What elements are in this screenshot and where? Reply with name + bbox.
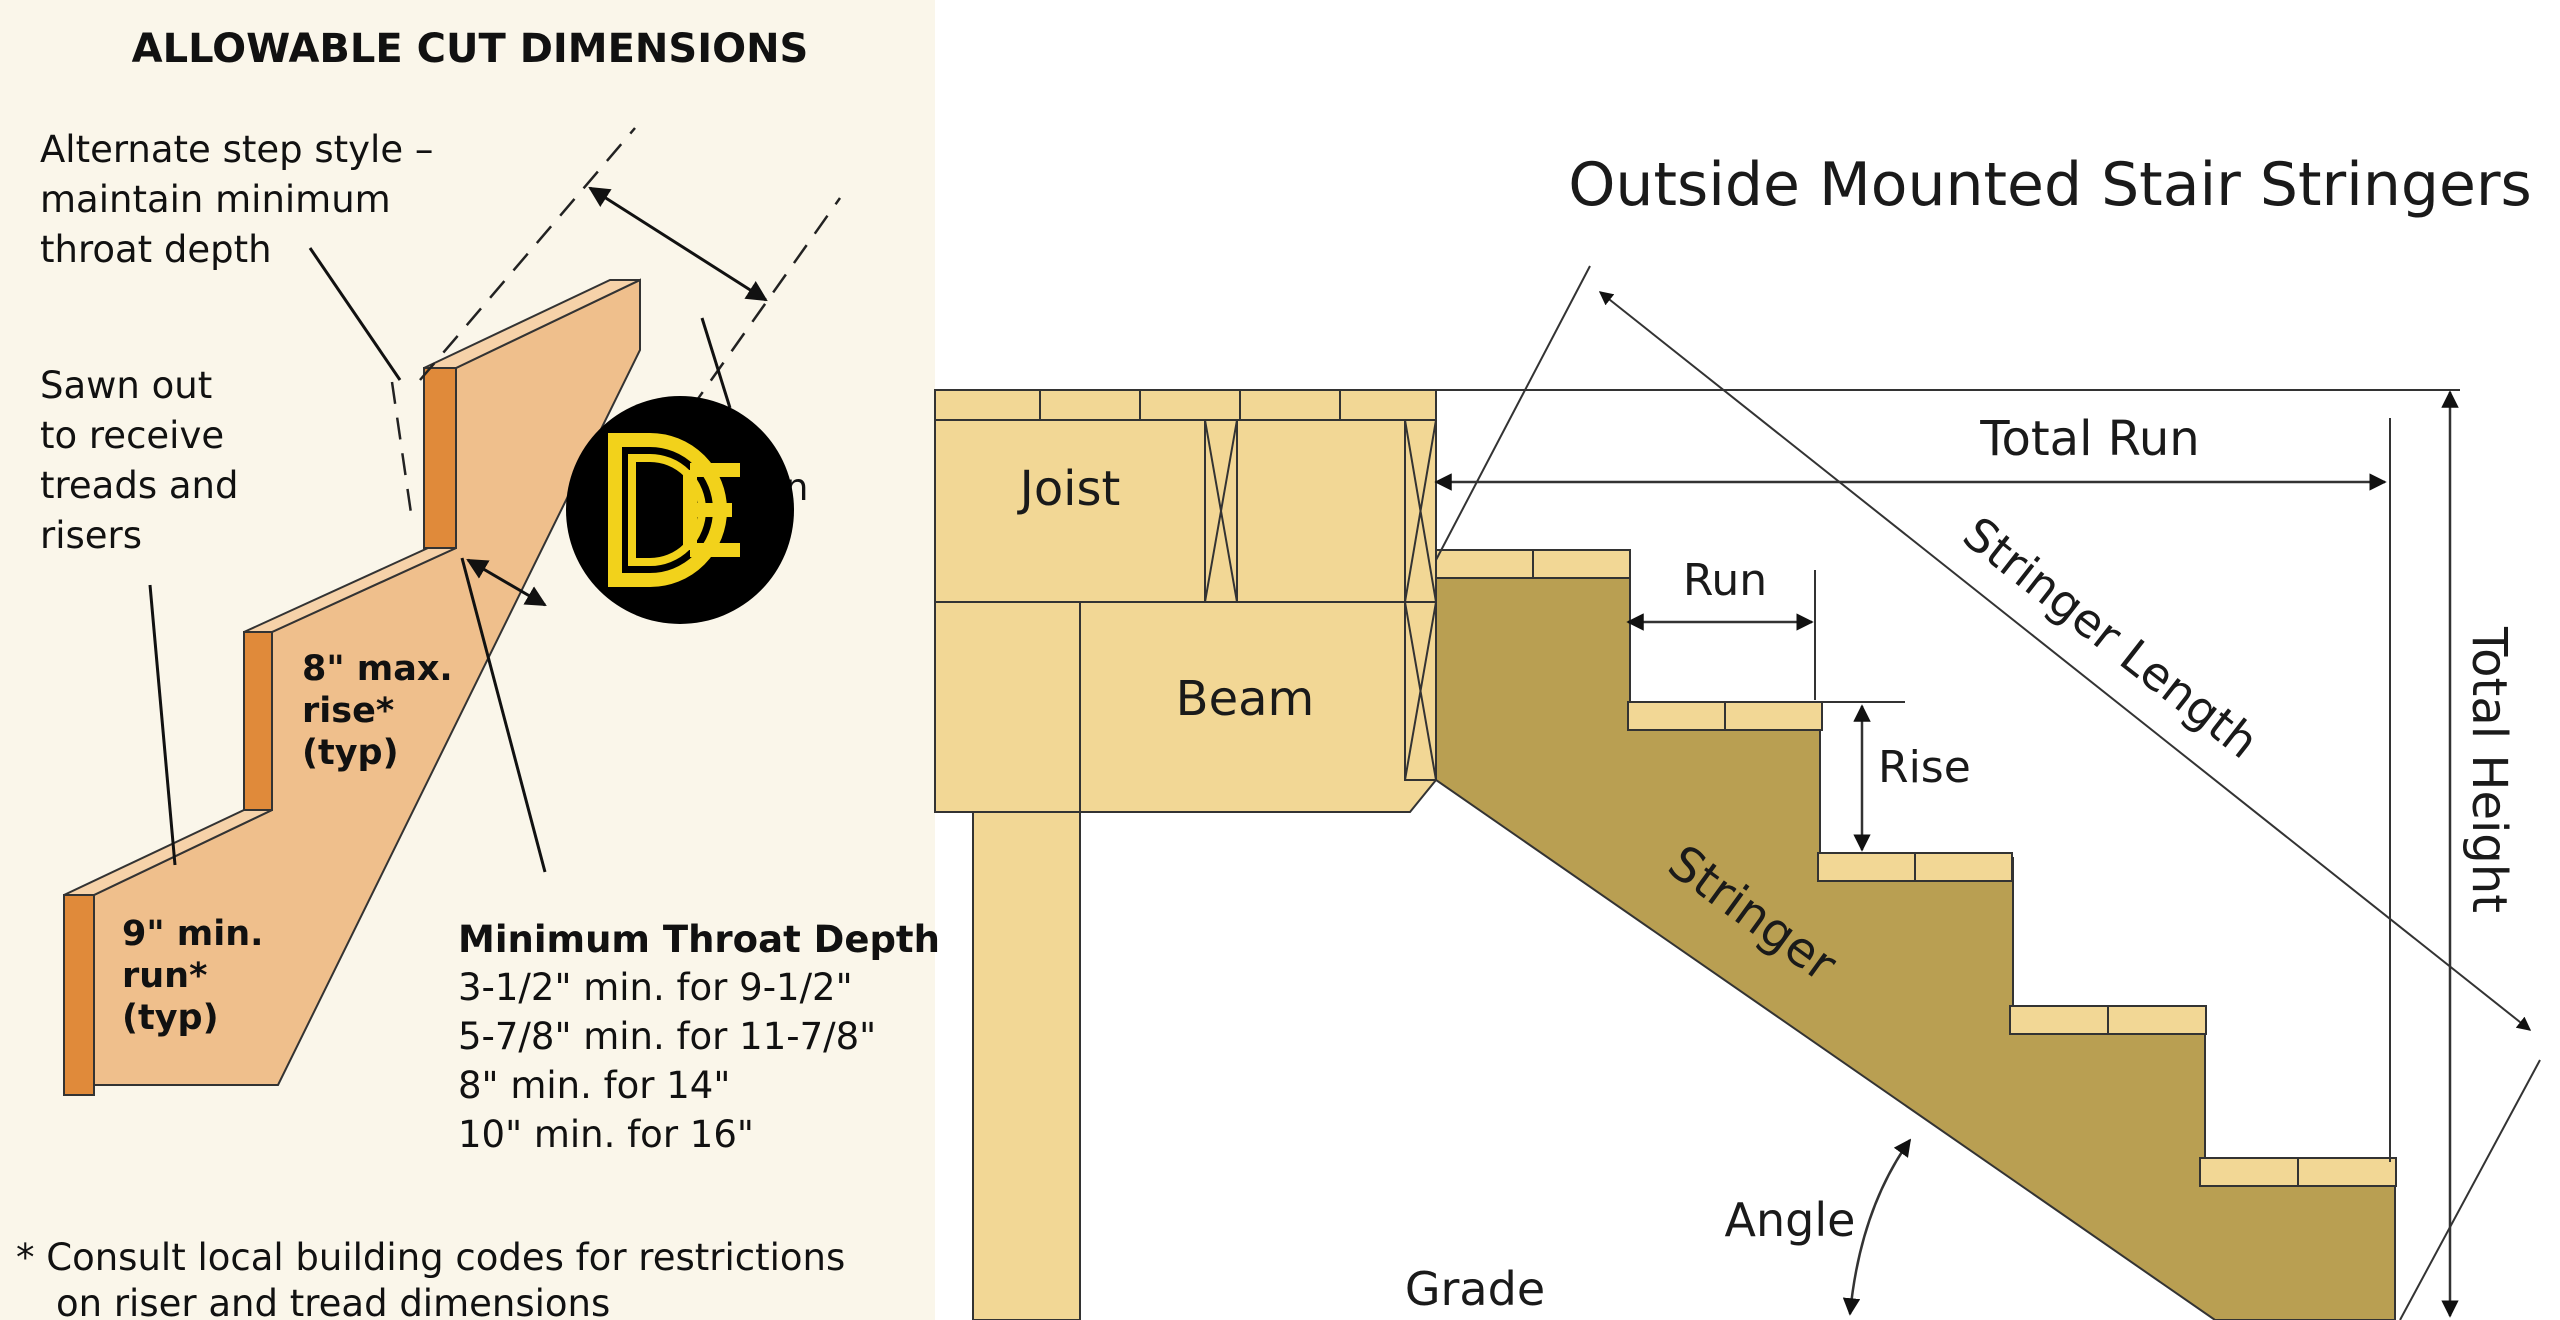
beam-label: Beam — [1176, 671, 1315, 727]
right-panel-title: Outside Mounted Stair Stringers — [1568, 150, 2532, 220]
stringer-length-extension-bottom — [2399, 1059, 2541, 1320]
throat-depth-arrow — [466, 558, 547, 607]
stringer — [1435, 574, 2396, 1320]
svg-text:treads and: treads and — [40, 464, 238, 507]
stringer-length-extension — [1435, 265, 1591, 561]
svg-text:Sawn out: Sawn out — [40, 364, 212, 407]
total-height-label: Total Height — [2461, 626, 2517, 913]
stringer-length-arrow — [1598, 291, 2532, 1031]
svg-text:run*: run* — [122, 956, 207, 996]
svg-text:to receive: to receive — [40, 414, 224, 457]
throat-heading: Minimum Throat Depth — [458, 918, 940, 961]
svg-text:on riser and tread dimensions: on riser and tread dimensions — [56, 1282, 610, 1320]
angle-arc — [1842, 1138, 1912, 1316]
svg-text:risers: risers — [40, 514, 142, 557]
grade-label: Grade — [1405, 1262, 1545, 1316]
sawn-out-leader — [148, 584, 177, 866]
alt-step-dashed-lines — [390, 127, 842, 521]
svg-text:maintain minimum: maintain minimum — [40, 178, 391, 221]
beam — [934, 601, 1437, 813]
blocking-x — [1204, 419, 1238, 603]
left-panel: ALLOWABLE CUT DIMENSIONS — [0, 0, 940, 1320]
throat-depth-leader — [460, 557, 547, 873]
footnote: * Consult local building codes for restr… — [16, 1236, 845, 1320]
stringer-length-label: Stringer Length — [1953, 506, 2268, 769]
sawn-out-callout: Sawn out to receive treads and risers — [40, 364, 238, 557]
run-label: Run — [1683, 555, 1767, 606]
throat-line: 5-7/8" min. for 11-7/8" — [458, 1015, 876, 1058]
svg-text:throat depth: throat depth — [40, 228, 272, 271]
svg-text:8" max.: 8" max. — [302, 649, 453, 689]
throat-depth-table: Minimum Throat Depth 3-1/2" min. for 9-1… — [458, 918, 940, 1156]
svg-text:* Consult local building code: * Consult local building codes for restr… — [16, 1236, 845, 1279]
total-run-label: Total Run — [1979, 411, 2199, 467]
alt-step-leader — [308, 247, 402, 381]
de-logo — [566, 396, 794, 624]
deck-boards — [934, 389, 1437, 421]
throat-dimension-arrow — [588, 186, 768, 302]
left-panel-title: ALLOWABLE CUT DIMENSIONS — [132, 26, 809, 72]
svg-text:(typ): (typ) — [122, 998, 219, 1038]
svg-text:(typ): (typ) — [302, 733, 399, 773]
max-rise-label: 8" max. rise* (typ) — [302, 649, 453, 773]
joist-label: Joist — [1017, 461, 1121, 517]
throat-line: 8" min. for 14" — [458, 1064, 730, 1107]
svg-text:9" min.: 9" min. — [122, 914, 263, 954]
min-run-label: 9" min. run* (typ) — [122, 914, 263, 1038]
svg-text:rise*: rise* — [302, 691, 394, 731]
alt-step-callout: Alternate step style – maintain minimum … — [40, 128, 433, 271]
throat-top-leader — [700, 317, 732, 409]
right-panel: Outside Mounted Stair Stringers Joist Be… — [934, 150, 2541, 1320]
svg-text:Alternate step style –: Alternate step style – — [40, 128, 433, 171]
cut-stringer-board — [63, 278, 641, 1096]
throat-line: 10" min. for 16" — [458, 1113, 754, 1156]
throat-line: 3-1/2" min. for 9-1/2" — [458, 966, 853, 1009]
rise-label: Rise — [1878, 742, 1971, 793]
joist — [934, 419, 1406, 603]
angle-label: Angle — [1725, 1193, 1856, 1247]
